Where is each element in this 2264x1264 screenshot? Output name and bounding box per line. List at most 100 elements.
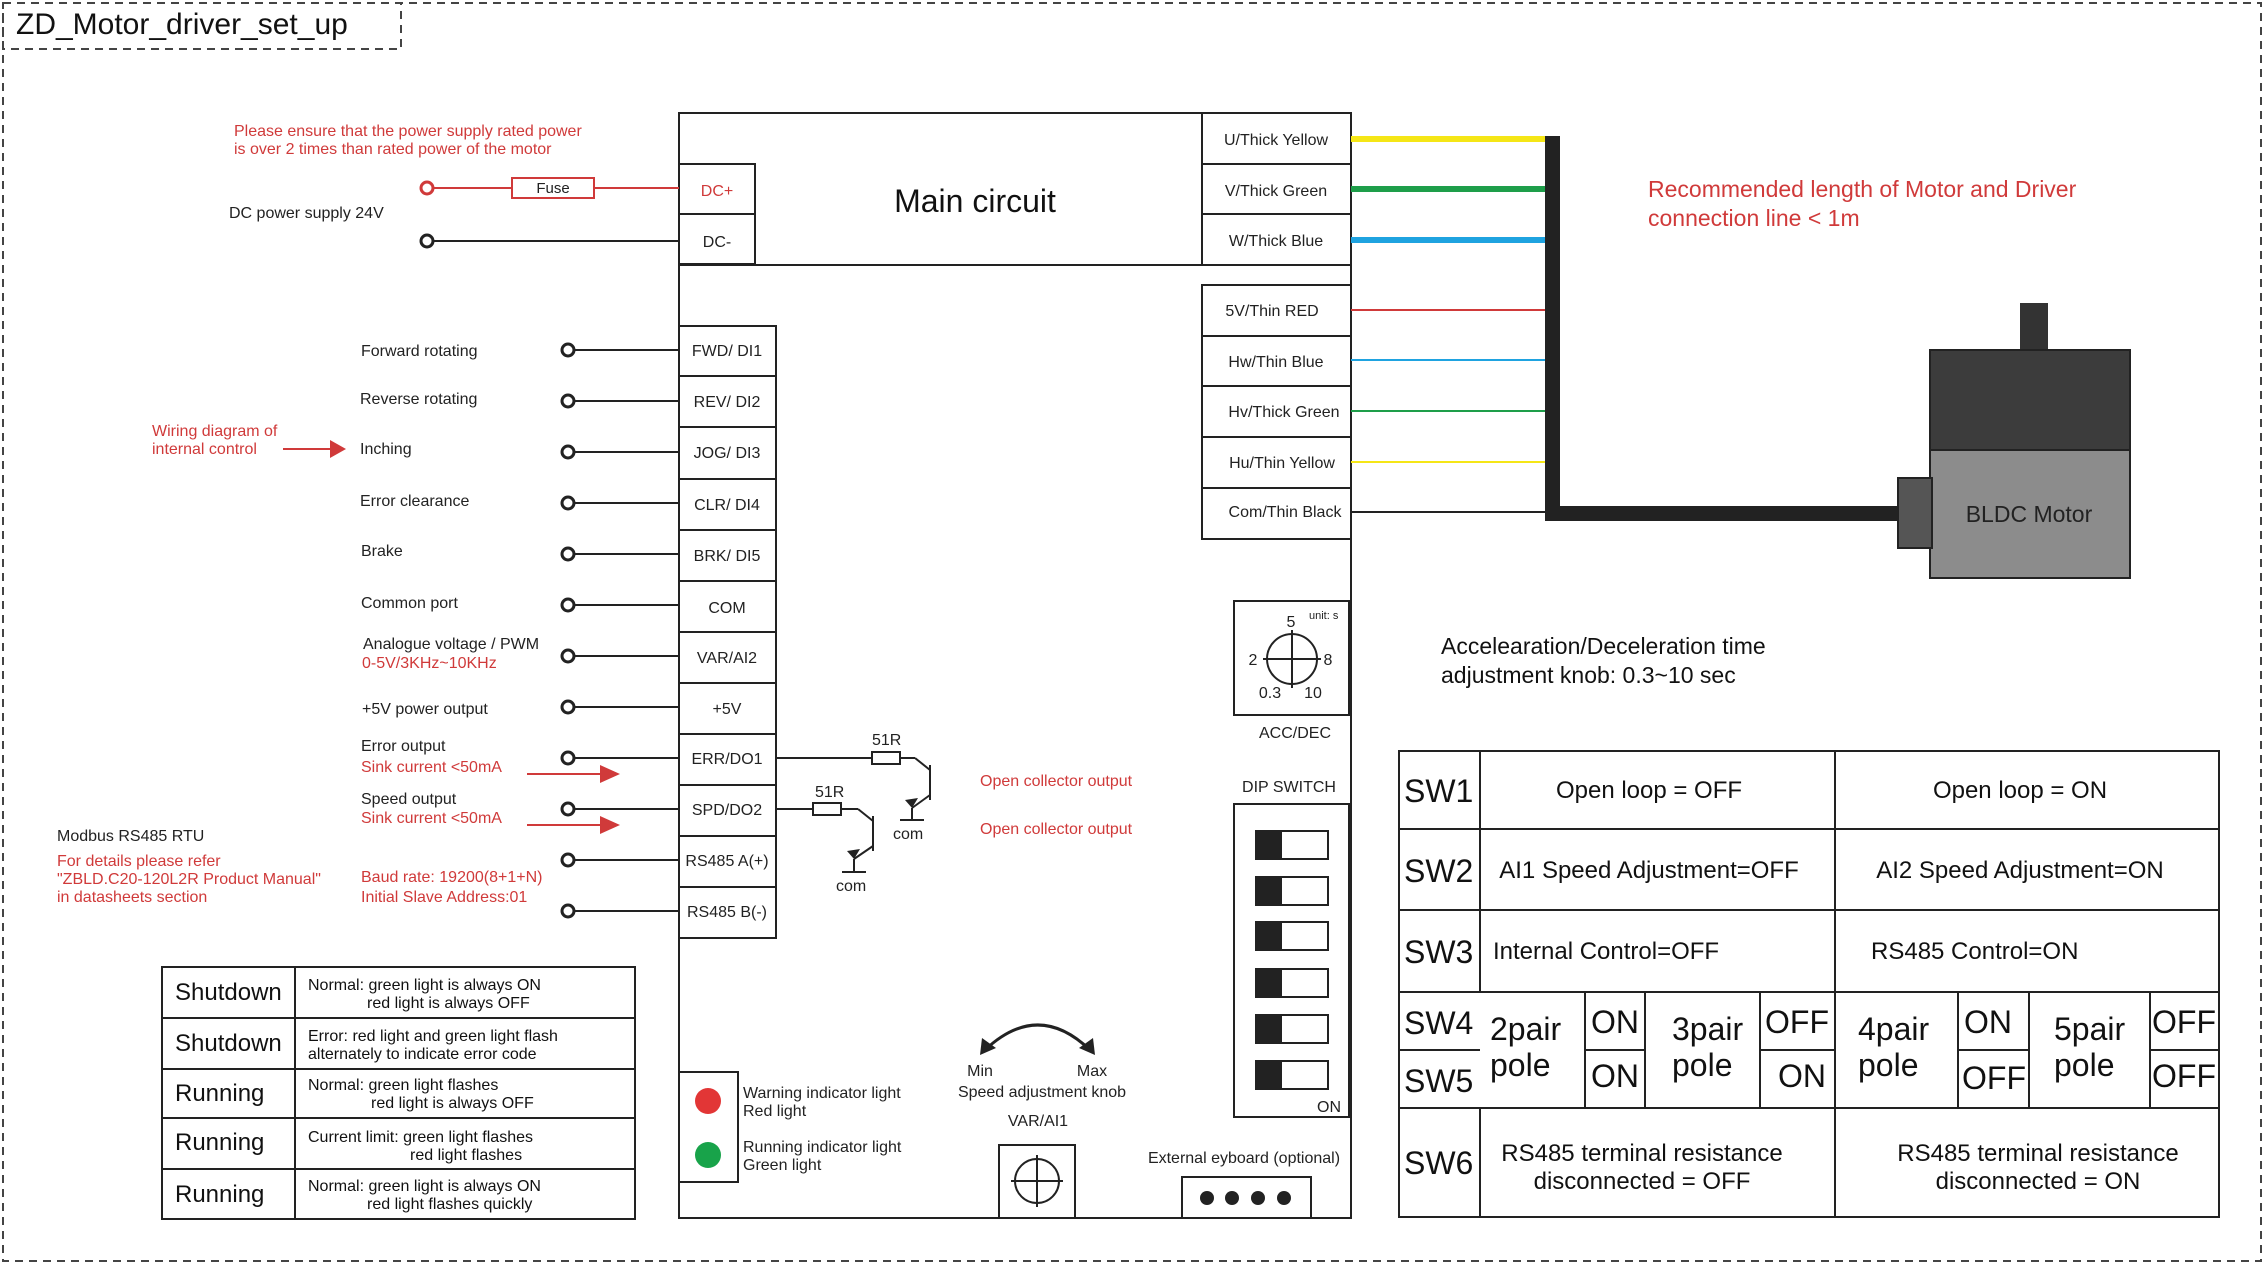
label-forward: Forward rotating [361,343,478,360]
hall-hw-label: Hw/Thin Blue [1228,354,1323,371]
pole5-sw5: OFF [2152,1058,2216,1094]
terminal-jog: JOG/ DI3 [694,445,761,462]
pole5-sw4: OFF [2152,1004,2216,1040]
motor-shaft [2020,303,2048,353]
dc-plus-input-terminal [419,180,435,196]
terminal-var-ai2: VAR/AI2 [697,650,757,667]
dip-switch-4[interactable] [1255,968,1329,998]
title-frame [2,2,402,50]
main-circuit-label: Main circuit [894,183,1056,219]
keyboard-label: External eyboard (optional) [1148,1150,1340,1167]
motor-cable-horizontal [1545,506,1900,521]
sw1-off: Open loop = OFF [1556,777,1742,804]
sw2-name: SW2 [1404,853,1473,889]
status-table [161,966,636,1220]
warning-led [695,1088,721,1114]
power-note-line2: is over 2 times than rated power of the … [234,141,552,158]
pole4-sw5: OFF [1962,1060,2026,1096]
hall-com-label: Com/Thin Black [1229,504,1343,521]
status-row4-state: Running [175,1129,264,1156]
spd-resistor-label: 51R [815,784,844,801]
status-row4-line1: Current limit: green light flashes [308,1129,533,1146]
err-arrow-head [600,765,620,783]
details-line2: "ZBLD.C20-120L2R Product Manual" [57,871,321,888]
label-analog-range: 0-5V/3KHz~10KHz [362,655,497,672]
hall-5v-label: 5V/Thin RED [1225,303,1318,320]
label-analog: Analogue voltage / PWM [363,636,539,653]
details-line3: in datasheets section [57,889,207,906]
recommend-line2: connection line < 1m [1648,205,1860,231]
label-error-clear: Error clearance [360,493,469,510]
pole4-line1: 4pair [1858,1011,1930,1047]
motor-connector [1897,477,1933,549]
pole2-sw5: ON [1591,1058,1639,1094]
status-row2-line2: alternately to indicate error code [308,1046,537,1063]
warning-label-line1: Warning indicator light [743,1085,901,1102]
dip-switch-2[interactable] [1255,876,1329,906]
sw6-name: SW6 [1404,1145,1473,1181]
label-inching: Inching [360,441,412,458]
err-resistor-label: 51R [872,732,901,749]
dip-switch-6[interactable] [1255,1060,1329,1090]
motor-output-block [1201,112,1352,266]
control-input-circles [560,342,576,919]
terminal-fwd: FWD/ DI1 [692,343,762,360]
status-row4-line2: red light flashes [410,1147,522,1164]
sw5-name: SW5 [1404,1063,1473,1099]
sw6-on-line1: RS485 terminal resistance [1897,1140,2178,1167]
var-ai1-label: VAR/AI1 [1008,1113,1068,1130]
warning-label-line2: Red light [743,1103,807,1120]
acc-unit: unit: s [1309,610,1339,622]
pole5-line2: pole [2054,1047,2115,1083]
terminal-spd-do2: SPD/DO2 [692,802,762,819]
wiring-note-line1: Wiring diagram of [152,423,278,440]
sw3-name: SW3 [1404,934,1473,970]
control-wires [575,349,679,912]
pole5-line1: 5pair [2054,1011,2126,1047]
wiring-note-line2: internal control [152,441,257,458]
speed-min-label: Min [967,1063,993,1080]
dip-switch-1[interactable] [1255,830,1329,860]
acc-desc-line1: Accelearation/Deceleration time [1441,633,1766,659]
status-row1-state: Shutdown [175,979,282,1006]
label-speed-output: Speed output [361,791,457,808]
terminal-err-do1: ERR/DO1 [691,751,762,768]
modbus-label: Modbus RS485 RTU [57,828,204,845]
label-error-output: Error output [361,738,446,755]
terminal-dc-plus: DC+ [701,183,733,200]
status-row3-line1: Normal: green light flashes [308,1077,498,1094]
terminal-brk: BRK/ DI5 [694,548,761,565]
status-row3-state: Running [175,1080,264,1107]
wiring-arrow-head [330,440,346,458]
acc-scale-top: 5 [1287,614,1296,631]
acc-scale-right: 8 [1324,652,1333,669]
dip-switch-toggles [1255,830,1329,1090]
sw6-off-line1: RS485 terminal resistance [1501,1140,1782,1167]
label-slave: Initial Slave Address:01 [361,889,527,906]
label-reverse: Reverse rotating [360,391,477,408]
err-com-label: com [893,826,923,843]
sw-table [1398,750,2220,1218]
terminal-clr: CLR/ DI4 [694,497,760,514]
label-speed-sink: Sink current <50mA [361,810,502,827]
speed-arc-arrow-min [980,1038,996,1055]
pole2-line2: pole [1490,1047,1551,1083]
pole3-line1: 3pair [1672,1011,1744,1047]
label-5v-output: +5V power output [362,701,488,718]
fuse-label: Fuse [536,180,569,197]
pole4-sw4: ON [1964,1004,2012,1040]
acc-scale-left: 2 [1249,652,1258,669]
err-transistor-arrow [905,798,918,808]
hall-hu-label: Hu/Thin Yellow [1229,455,1335,472]
status-row1-line1: Normal: green light is always ON [308,977,541,994]
sw3-off: Internal Control=OFF [1493,938,1719,965]
dip-switch-5[interactable] [1255,1014,1329,1044]
pole3-sw4: OFF [1765,1004,1829,1040]
label-error-sink: Sink current <50mA [361,759,502,776]
dip-switch-3[interactable] [1255,921,1329,951]
terminal-rs485-b: RS485 B(-) [687,904,767,921]
terminal-5v: +5V [713,701,742,718]
label-common: Common port [361,595,458,612]
sw1-name: SW1 [1404,773,1473,809]
